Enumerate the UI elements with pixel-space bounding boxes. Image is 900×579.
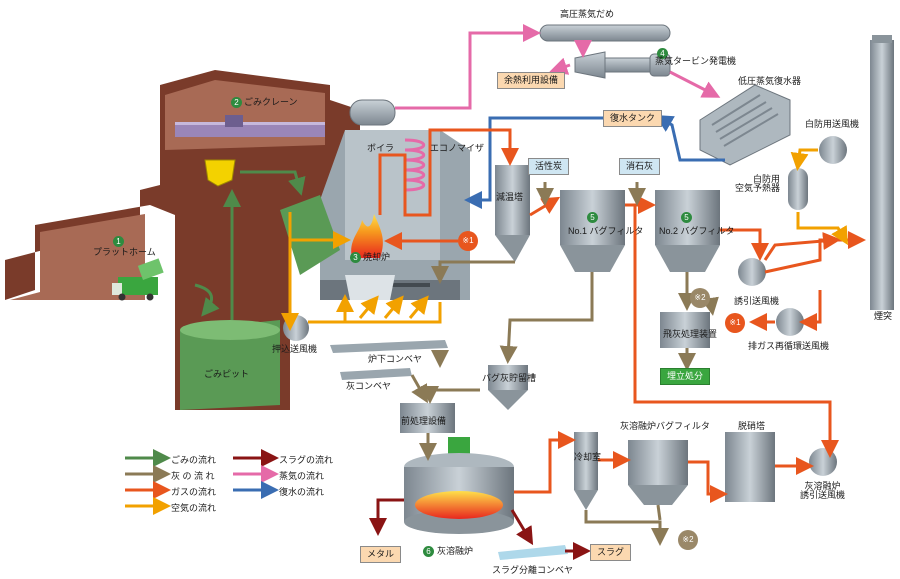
label-garbage-crane: ごみクレーン	[244, 97, 298, 107]
label-fly-ash-treatment: 飛灰処理装置	[663, 329, 718, 339]
slag-conveyor-unit	[498, 545, 568, 560]
pretreatment-unit	[400, 403, 455, 433]
label-ash-melt-induced-fan: 灰溶融炉 誘引送風機	[800, 481, 846, 500]
label-bag-ash-hopper: バグ灰貯留槽	[482, 373, 537, 383]
label-economizer: エコノマイザ	[430, 143, 485, 153]
garbage-flow-lines	[194, 170, 306, 320]
number-badge-platform: 1	[113, 236, 124, 247]
denitration-unit	[725, 432, 775, 502]
ash-conveyor-unit	[340, 368, 412, 380]
forced-fan-unit	[283, 315, 309, 341]
number-badge-bag2: 5	[681, 212, 692, 223]
label-slaked-lime: 消石灰	[619, 158, 661, 175]
legend-arrows	[125, 449, 279, 515]
slag-flow-lines	[369, 498, 591, 560]
legend-item-gas: ガスの流れ	[171, 487, 217, 497]
label-pretreatment: 前処理設備	[401, 416, 447, 426]
air-flow-lines	[281, 148, 849, 331]
boiler-drum	[349, 99, 396, 126]
legend-item-steam: 蒸気の流れ	[279, 471, 325, 481]
steam-header	[539, 24, 671, 42]
label-low-pressure-condenser: 低圧蒸気復水器	[738, 76, 802, 86]
ref-mark-2-ash: ※2	[690, 288, 710, 308]
ref-mark-1-recirc: ※1	[725, 313, 745, 333]
condenser	[699, 84, 791, 166]
number-badge-crane: 2	[231, 97, 242, 108]
legend-item-condensate: 復水の流れ	[279, 487, 325, 497]
condensate-flow-lines	[464, 114, 725, 209]
label-incinerator: 焼却炉	[363, 252, 391, 262]
label-chimney: 煙突	[874, 311, 893, 321]
number-badge-generator: 4	[657, 48, 668, 59]
under-furnace-conveyor-unit	[330, 340, 448, 353]
legend-item-garbage: ごみの流れ	[171, 455, 217, 465]
label-ash-melting-furnace: 灰溶融炉	[437, 546, 474, 556]
steam-flow-lines	[395, 24, 721, 192]
fly-ash-unit	[660, 312, 710, 348]
label-exhaust-recirculation-fan: 排ガス再循環送風機	[748, 341, 830, 351]
label-slag-separation-conveyor: スラグ分離コンベヤ	[492, 565, 574, 575]
ref-mark-1-gas: ※1	[458, 231, 478, 251]
ash-melt-fan-unit	[809, 448, 837, 476]
label-bag-filter-1: No.1 バグフィルタ	[568, 226, 644, 236]
label-landfill: 埋立処分	[660, 368, 711, 385]
label-denitration-tower: 脱硝塔	[738, 421, 766, 431]
plant-building	[5, 70, 360, 410]
recirc-fan-unit	[776, 308, 804, 336]
legend-item-air: 空気の流れ	[171, 503, 217, 513]
chimney-stack	[870, 35, 894, 310]
label-white-smoke-preheater: 白防用 空気予熱器	[735, 174, 781, 193]
cooling-tower-unit	[495, 165, 530, 262]
label-garbage-pit: ごみピット	[204, 369, 250, 379]
label-induced-draft-fan: 誘引送風機	[734, 296, 780, 306]
label-under-furnace-conveyor: 炉下コンベヤ	[368, 354, 423, 364]
label-metal: メタル	[360, 546, 402, 563]
label-steam-turbine-generator: 蒸気タービン発電機	[655, 56, 737, 66]
label-ash-melt-bag-filter: 灰溶融炉バグフィルタ	[620, 421, 710, 431]
crane-grab	[204, 159, 236, 187]
label-condensate-tank: 復水タンク	[603, 110, 663, 127]
label-waste-heat-utilization: 余熱利用設備	[497, 72, 566, 89]
label-white-smoke-fan: 白防用送風機	[805, 119, 860, 129]
ash-melt-bag-filter-unit	[628, 440, 688, 505]
legend-item-slag: スラグの流れ	[279, 455, 334, 465]
label-forced-draft-fan: 押込送風機	[272, 344, 318, 354]
label-platform: プラットホーム	[93, 247, 156, 257]
number-badge-melting: 6	[423, 546, 434, 557]
label-ash-conveyor: 灰コンベヤ	[346, 381, 392, 391]
label-bag-filter-2: No.2 バグフィルタ	[659, 226, 735, 236]
label-high-pressure-steam-drum: 高圧蒸気だめ	[560, 9, 615, 19]
bag-ash-hopper-unit	[488, 365, 528, 410]
legend-item-ash: 灰 の 流 れ	[171, 471, 215, 481]
cooling-chamber-unit	[574, 432, 598, 510]
label-activated-carbon: 活性炭	[528, 158, 570, 175]
turbine-generator	[574, 51, 671, 79]
label-slag: スラグ	[590, 544, 632, 561]
white-smoke-fan-unit	[819, 136, 847, 164]
induced-fan-unit	[738, 258, 766, 286]
label-cooling-chamber: 冷却室	[574, 452, 602, 462]
garbage-truck	[112, 258, 164, 301]
label-cooling-tower: 減温塔	[496, 192, 524, 202]
ash-flow-lines	[410, 182, 719, 546]
number-badge-bag1: 5	[587, 212, 598, 223]
ref-mark-2-melt: ※2	[678, 530, 698, 550]
incinerator-unit	[280, 130, 470, 300]
ash-melting-furnace-unit	[404, 437, 514, 534]
number-badge-incinerator: 3	[350, 252, 361, 263]
preheater-unit	[788, 168, 808, 210]
label-boiler: ボイラ	[367, 143, 395, 153]
